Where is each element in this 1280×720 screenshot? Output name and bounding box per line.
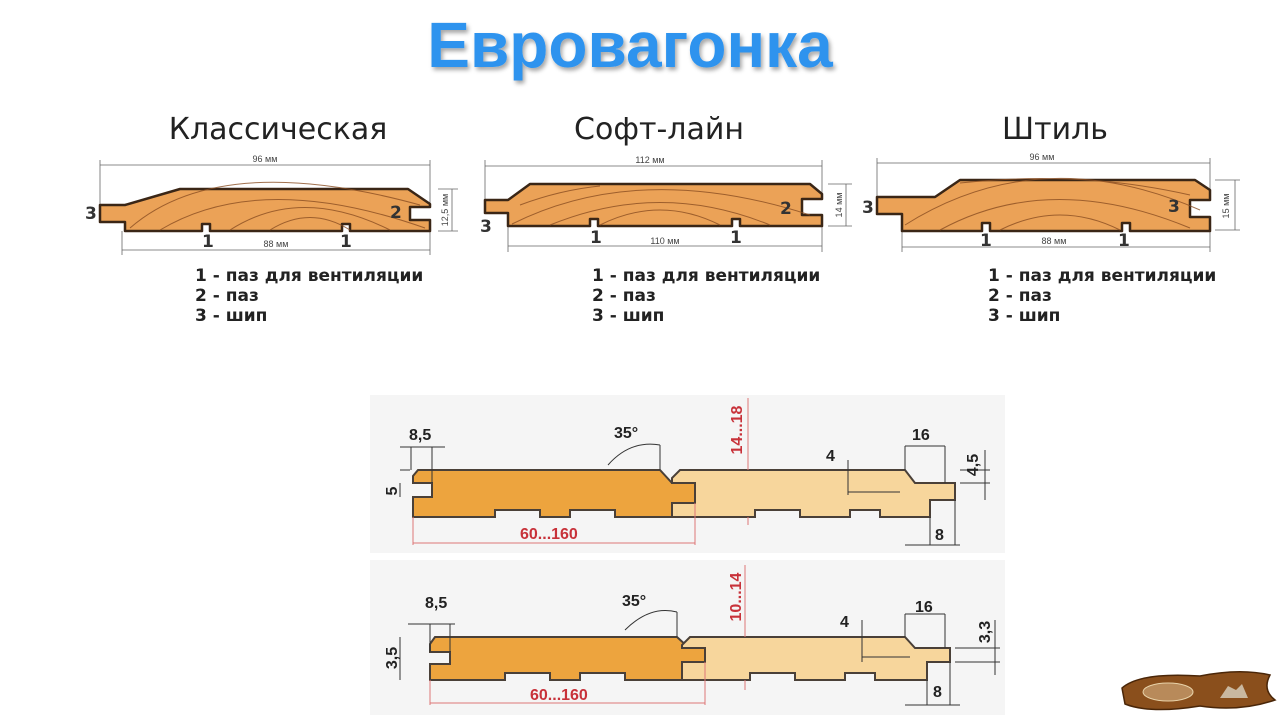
profile-shtil: Штиль 96 мм 88 мм 15 мм 3 3 1 1 [862,112,1240,252]
mark-tongue: 3 [85,204,97,224]
mark-tongue: 3 [480,217,492,237]
width-total-label: 96 мм [1030,152,1055,162]
legend-item: 2 - паз [592,286,656,306]
groove-width-label: 8,5 [425,595,447,612]
thickness-label: 14 мм [834,193,844,218]
profile-title: Софт-лайн [574,112,744,147]
vent-depth-label: 4 [826,448,835,465]
board-shape [98,187,432,233]
tongue-height-label: 3,3 [977,621,994,643]
legend-item: 1 - паз для вентиляции [988,266,1216,286]
detail-diagram-1: 8,5 5 35° 14...18 60...160 4 16 4,5 8 [370,395,1005,553]
width-working-label: 88 мм [264,239,289,249]
legend-item: 2 - паз [195,286,259,306]
profile-title: Штиль [1002,112,1108,147]
groove-height-label: 3,5 [384,647,401,669]
mark-vent: 1 [980,231,992,251]
mark-vent: 1 [202,232,214,252]
vent-depth-label: 4 [840,614,849,631]
mark-groove: 2 [390,203,402,223]
legend-soft-line: 1 - паз для вентиляции 2 - паз 3 - шип [592,266,820,326]
detail-diagram-2: 8,5 3,5 35° 10...14 60...160 4 16 3,3 8 [370,560,1005,715]
groove-width-label: 8,5 [409,427,431,444]
dimension-lines [99,160,458,255]
step-label: 8 [933,684,942,701]
thickness-label: 12,5 мм [440,194,450,226]
width-working-label: 88 мм [1042,236,1067,246]
legend-item: 3 - шип [592,306,664,326]
mark-vent: 1 [1118,231,1130,251]
profile-title: Классическая [169,112,388,147]
tongue-height-label: 4,5 [965,454,982,476]
legend-shtil: 1 - паз для вентиляции 2 - паз 3 - шип [988,266,1216,326]
thickness-label: 14...18 [729,405,746,454]
dimension-lines [484,160,852,252]
dimension-lines [876,158,1240,252]
width-label: 60...160 [520,526,578,543]
width-total-label: 112 мм [635,155,664,165]
legend-item: 3 - шип [195,306,267,326]
legend-item: 1 - паз для вентиляции [195,266,423,286]
logo-sign [1121,670,1277,711]
angle-label: 35° [622,593,646,610]
legend-item: 3 - шип [988,306,1060,326]
legend-classic: 1 - паз для вентиляции 2 - паз 3 - шип [195,266,423,326]
mark-tongue: 3 [862,198,874,218]
mark-groove: 2 [780,199,792,219]
mark-groove: 3 [1168,197,1180,217]
profile-classic: Классическая 96 мм 88 мм 12,5 мм 3 2 1 1 [85,112,458,255]
step-label: 8 [935,527,944,544]
legend-item: 1 - паз для вентиляции [592,266,820,286]
board-shape [875,178,1212,233]
thickness-label: 15 мм [1221,194,1231,219]
board-right [671,469,956,518]
angle-label: 35° [614,425,638,442]
mark-vent: 1 [340,232,352,252]
board-right [681,636,951,681]
page-title: Евровагонка [427,9,833,81]
width-total-label: 96 мм [253,154,278,164]
board-shape [483,182,824,228]
width-working-label: 110 мм [650,236,679,246]
board-left [412,469,696,518]
groove-height-label: 5 [384,486,401,495]
tongue-length-label: 16 [912,427,930,444]
board-left [429,636,706,681]
width-label: 60...160 [530,687,588,704]
mark-vent: 1 [590,228,602,248]
legend-item: 2 - паз [988,286,1052,306]
mark-vent: 1 [730,228,742,248]
profile-soft-line: Софт-лайн 112 мм 110 мм 14 мм 3 2 1 1 [480,112,852,252]
tongue-length-label: 16 [915,599,933,616]
thickness-label: 10...14 [728,572,745,621]
